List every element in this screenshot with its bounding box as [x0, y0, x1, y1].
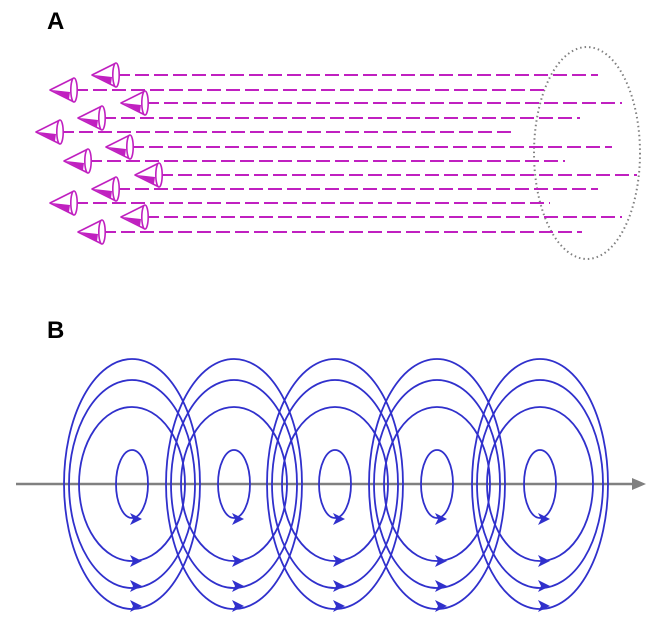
- panel-label-a: A: [47, 8, 64, 35]
- cone-arrow-outline: [63, 148, 89, 174]
- cone-arrow-shading: [94, 189, 112, 198]
- cone-arrow-outline: [134, 162, 160, 188]
- cone-arrow-outline: [91, 176, 117, 202]
- cone-arrow-base: [55, 119, 64, 145]
- cone-arrow-base: [112, 176, 121, 202]
- cone-arrow-outline: [91, 62, 117, 88]
- cone-arrow-base: [126, 134, 135, 160]
- field-loop-arrow-icon: [538, 513, 550, 525]
- field-loop-arrow-icon: [435, 600, 447, 612]
- cone-arrow-outline: [105, 134, 131, 160]
- field-loop-arrow-icon: [333, 513, 345, 525]
- panel-a-diagram: [35, 46, 641, 260]
- field-loop-arrow-icon: [333, 580, 345, 592]
- field-loop: [281, 406, 389, 562]
- field-loop-arrow-icon: [333, 600, 345, 612]
- cone-arrow-base: [112, 62, 121, 88]
- cone-arrow-shading: [52, 203, 70, 212]
- cone-arrow-shading: [123, 217, 141, 226]
- panel-b-diagram: [16, 358, 646, 612]
- field-loop-arrow-icon: [130, 513, 142, 525]
- field-loop: [486, 406, 594, 562]
- cone-arrow-base: [70, 190, 79, 216]
- panel-label-b: B: [47, 317, 64, 344]
- cone-arrow-base: [98, 105, 107, 131]
- cone-arrow-base: [84, 148, 93, 174]
- cone-arrow-outline: [120, 204, 146, 230]
- field-loop-arrow-icon: [435, 580, 447, 592]
- cone-arrow-outline: [49, 190, 75, 216]
- cone-arrow-shading: [66, 161, 84, 170]
- field-loop-arrow-icon: [538, 580, 550, 592]
- field-loop: [383, 406, 491, 562]
- axis-arrowhead-icon: [632, 478, 646, 490]
- cone-arrow-shading: [123, 103, 141, 112]
- field-loop: [115, 449, 149, 519]
- dotted-cross-section-ellipse: [533, 46, 641, 260]
- field-loop-arrow-icon: [538, 600, 550, 612]
- field-loop-arrow-icon: [232, 600, 244, 612]
- cone-arrow-base: [98, 219, 107, 245]
- field-loop-arrow-icon: [333, 555, 345, 567]
- field-loop: [420, 449, 454, 519]
- field-loop-arrow-icon: [232, 555, 244, 567]
- field-loop: [78, 406, 186, 562]
- cone-arrow-base: [70, 77, 79, 103]
- cone-arrow-shading: [38, 132, 56, 141]
- field-loop: [523, 449, 557, 519]
- cone-arrow-outline: [120, 90, 146, 116]
- field-loop: [318, 449, 352, 519]
- cone-arrow-base: [141, 204, 150, 230]
- cone-arrow-shading: [52, 90, 70, 99]
- field-loop-arrow-icon: [130, 600, 142, 612]
- field-loop-arrow-icon: [130, 555, 142, 567]
- field-loop-arrow-icon: [435, 555, 447, 567]
- field-loop-arrow-icon: [232, 513, 244, 525]
- field-loop-arrow-icon: [435, 513, 447, 525]
- field-loop-arrow-icon: [538, 555, 550, 567]
- cone-arrow-shading: [80, 232, 98, 241]
- field-loop: [180, 406, 288, 562]
- field-loop: [217, 449, 251, 519]
- cone-arrow-shading: [80, 118, 98, 127]
- field-loop-arrow-icon: [232, 580, 244, 592]
- field-loop-arrow-icon: [130, 580, 142, 592]
- cone-arrow-outline: [35, 119, 61, 145]
- cone-arrow-outline: [49, 77, 75, 103]
- cone-arrow-shading: [137, 175, 155, 184]
- cone-arrow-base: [155, 162, 164, 188]
- cone-arrow-outline: [77, 105, 103, 131]
- cone-arrow-base: [141, 90, 150, 116]
- cone-arrow-outline: [77, 219, 103, 245]
- cone-arrow-shading: [108, 147, 126, 156]
- cone-arrow-shading: [94, 75, 112, 84]
